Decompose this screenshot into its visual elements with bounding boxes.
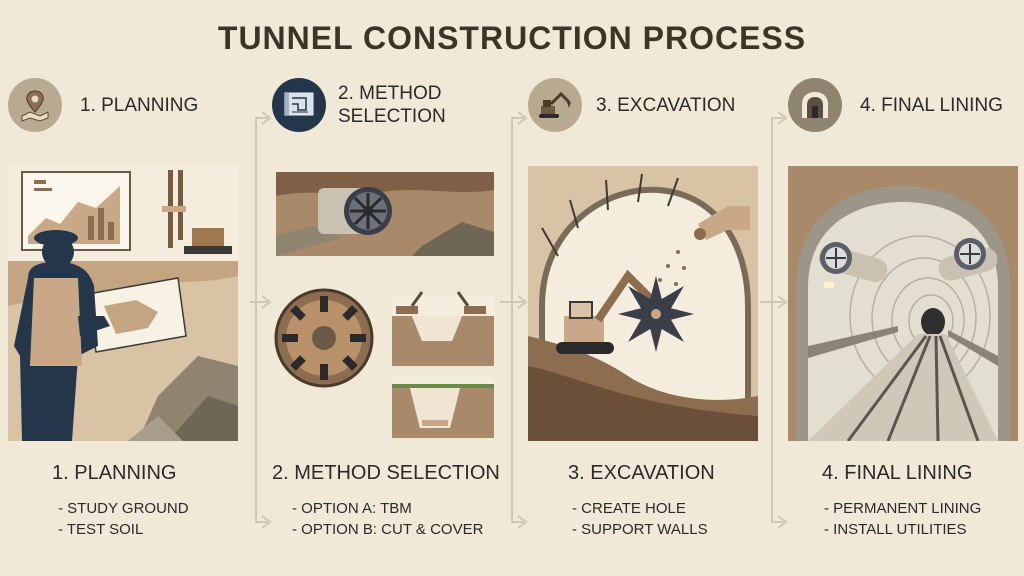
step-title: 3. EXCAVATION (568, 462, 715, 484)
step-items: - PERMANENT LINING - INSTALL UTILITIES (824, 498, 1024, 540)
step-title: 2. METHOD SELECTION (272, 462, 500, 484)
flow-arrow-icon (250, 112, 272, 529)
step-final-lining: 4. FINAL LINING (788, 78, 1018, 548)
page-title: TUNNEL CONSTRUCTION PROCESS (217, 20, 807, 56)
blueprint-icon (272, 78, 326, 132)
step-header-label: 3. EXCAVATION (596, 95, 736, 116)
step-header-label: 2. METHOD SELECTION (338, 82, 446, 128)
method-selection-illustration (272, 166, 502, 441)
map-pin-icon (8, 78, 62, 132)
step-header-label: 1. PLANNING (80, 95, 199, 116)
list-item: - TEST SOIL (58, 521, 144, 538)
list-item: - SUPPORT WALLS (572, 521, 708, 538)
step-title: 4. FINAL LINING (822, 462, 973, 484)
list-item: - PERMANENT LINING (824, 500, 982, 517)
step-header-label: 4. FINAL LINING (860, 95, 1003, 116)
step-items: - CREATE HOLE - SUPPORT WALLS (572, 498, 812, 540)
step-header: 4. FINAL LINING (788, 78, 1018, 148)
step-header: 2. METHOD SELECTION (272, 78, 502, 148)
final-lining-illustration (788, 166, 1018, 442)
step-method-selection: 2. METHOD SELECTION (272, 78, 502, 548)
step-items: - OPTION A: TBM - OPTION B: CUT & COVER (292, 498, 532, 540)
step-header-line: SELECTION (338, 106, 446, 127)
excavation-illustration (528, 166, 758, 441)
planning-illustration (8, 166, 238, 441)
list-item: - STUDY GROUND (58, 500, 189, 517)
step-excavation: 3. EXCAVATION (528, 78, 758, 548)
step-header-line: 2. METHOD (338, 83, 442, 104)
list-item: - OPTION B: CUT & COVER (292, 521, 484, 538)
list-item: - OPTION A: TBM (292, 500, 412, 517)
step-items: - STUDY GROUND - TEST SOIL (58, 498, 298, 540)
list-item: - INSTALL UTILITIES (824, 521, 967, 538)
step-header: 3. EXCAVATION (528, 78, 758, 148)
tunnel-icon (788, 78, 842, 132)
step-header: 1. PLANNING (8, 78, 238, 148)
step-planning: 1. PLANNING (8, 78, 238, 548)
flow-arrow-icon (500, 112, 528, 529)
excavator-icon (528, 78, 582, 132)
flow-arrow-icon (760, 112, 788, 529)
step-title: 1. PLANNING (52, 462, 177, 484)
list-item: - CREATE HOLE (572, 500, 686, 517)
